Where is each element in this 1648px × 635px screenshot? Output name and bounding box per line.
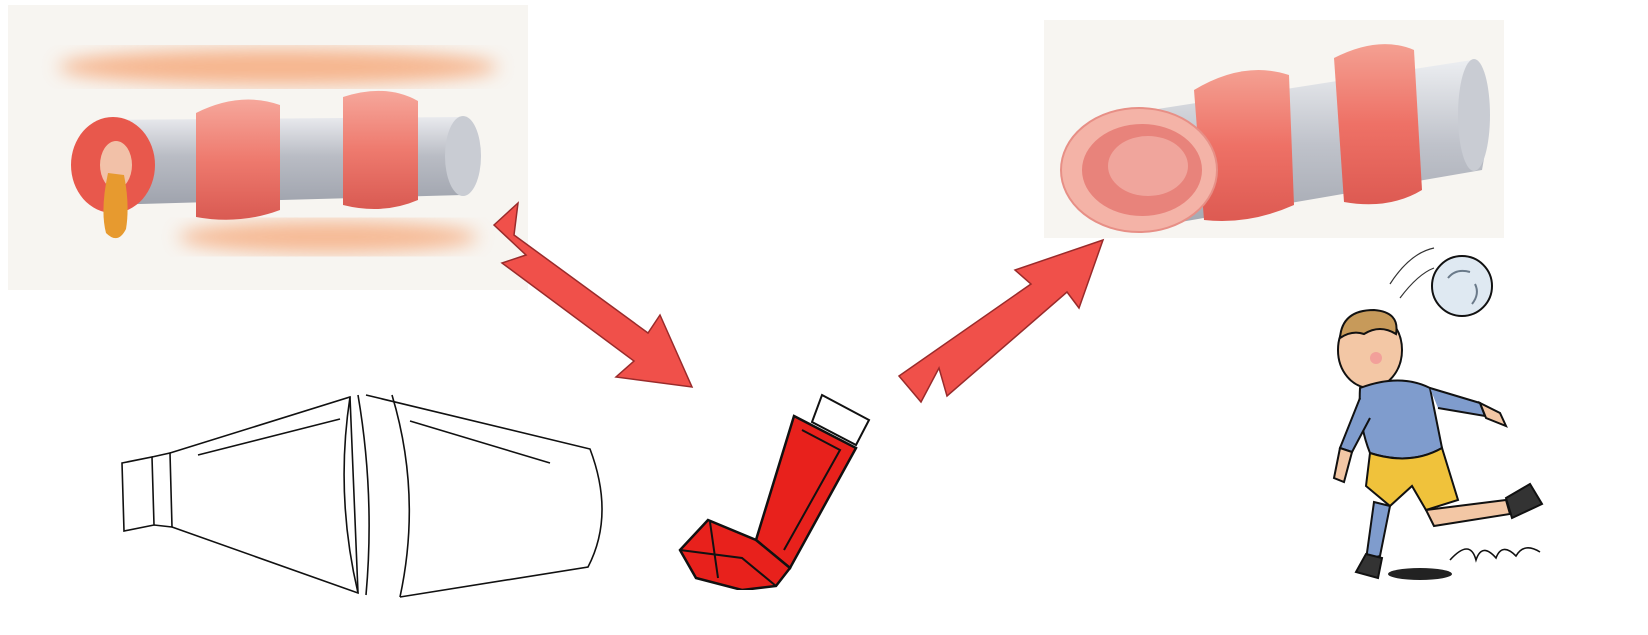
arrow-up-right-icon: [895, 236, 1107, 408]
constricted-airway-illustration: [8, 5, 528, 290]
child-playing-football-illustration: [1330, 238, 1648, 606]
spacer-device-drawing: [110, 385, 615, 605]
open-airway-illustration: [1044, 20, 1504, 238]
inhaler-icon: [672, 390, 872, 590]
arrow-down-right-icon: [488, 195, 698, 390]
